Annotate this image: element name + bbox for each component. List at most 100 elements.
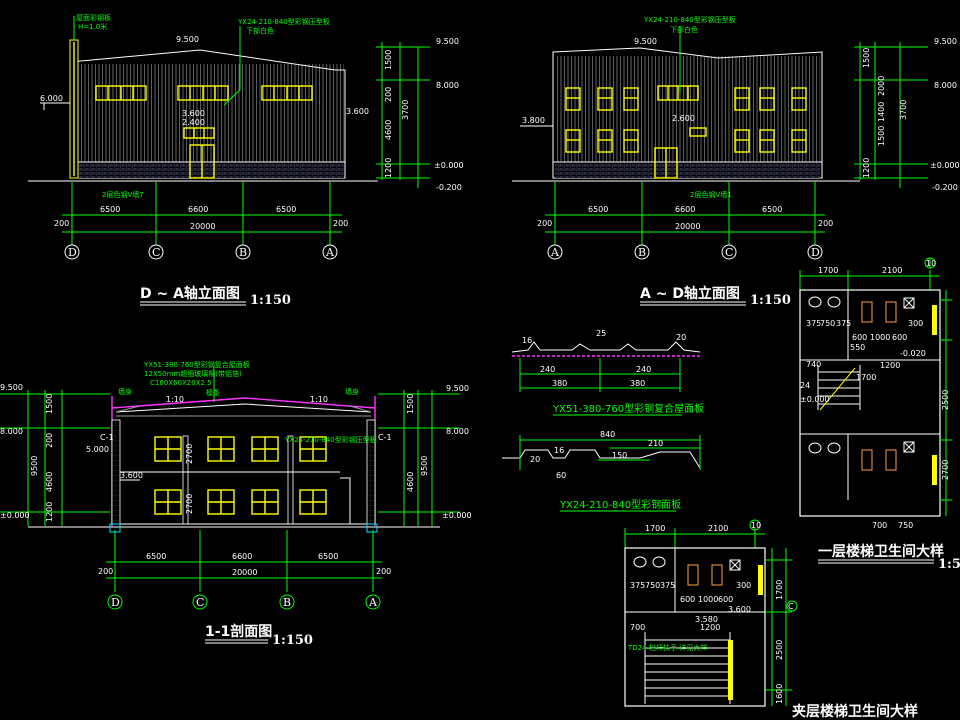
elev1-title: D ~ A轴立面图: [140, 285, 240, 302]
detail2-sub-6: 600: [718, 595, 733, 604]
elev2-level-inner: 2.600: [672, 114, 695, 123]
detail2-stairs: [644, 632, 731, 704]
elev1-vdim-1: 1500: [384, 50, 393, 70]
section-vdim-1: 1500: [45, 394, 54, 414]
detail2-sub-7: 300: [736, 581, 751, 590]
detail-first-floor: 10 1700 2100 375 750: [799, 257, 960, 572]
elev1-door: [183, 127, 215, 179]
elev2-rlevel-3: ±0.000: [930, 161, 960, 170]
section-span-3: 6500: [318, 552, 338, 561]
elev1-vdim-4: 4600: [384, 120, 393, 140]
elev1-level-left: 6.000: [40, 94, 63, 103]
panel1-dim-6: 20: [676, 333, 686, 342]
elev2-vdim-3: 1400: [877, 102, 886, 122]
elev2-ribbed-cladding: [555, 56, 820, 162]
detail1-sub-2: 750: [820, 319, 835, 328]
elev2-roof-note: YX24-210-840型彩钢压型板: [643, 15, 736, 24]
section-vdim-5: 1200: [45, 502, 54, 522]
elev2-vdim-6: 3700: [899, 100, 908, 120]
elev1-vdim-3: 3700: [401, 100, 410, 120]
elev2-vdim-2: 2000: [877, 76, 886, 96]
detail2-label-5: 700: [630, 623, 645, 632]
panel2-dim-1: 840: [600, 430, 615, 439]
detail2-axis-c: C: [788, 602, 794, 611]
detail2-title: 夹层楼梯卫生间大样: [792, 703, 918, 720]
section-rlevel-2: 8.000: [446, 427, 469, 436]
section-mid-note: YX24-210-840型彩钢压型板: [284, 435, 377, 444]
detail1-top-dim-1: 1700: [818, 266, 838, 275]
section-horizontal-dims: [106, 530, 382, 592]
detail1-top-dims: [799, 258, 940, 290]
section-col-l: C-1: [100, 433, 114, 442]
elev2-vdim-5: 1200: [862, 158, 871, 178]
detail1-label-7: 750: [898, 521, 913, 530]
detail2-fixtures: [633, 556, 741, 586]
elev1-level-top: 9.500: [176, 35, 199, 44]
elev2-span-2: 6600: [675, 205, 695, 214]
detail2-sub-4: 600: [680, 595, 695, 604]
detail1-label-2: 2500: [941, 390, 950, 410]
section-edge-l: 200: [98, 567, 113, 576]
panel1-dim-4: 380: [630, 379, 645, 388]
elev1-edge-l: 200: [54, 219, 69, 228]
detail1-label-4: 2700: [941, 460, 950, 480]
section-left-dims: [0, 390, 110, 526]
detail2-top-dim-1: 1700: [645, 524, 665, 533]
detail1-top-dim-2: 2100: [882, 266, 902, 275]
section-note-1: YX51-380-760型彩钢复合屋面板: [143, 360, 250, 369]
elev2-roof-note2: 下部白色: [670, 25, 698, 34]
detail1-axis: 10: [926, 259, 936, 268]
panel2-dims: [519, 435, 701, 470]
detail2-label-1: 1200: [700, 623, 720, 632]
section-truss: [115, 405, 372, 417]
elev1-level-inner2: 2.400: [182, 118, 205, 127]
section-wall-l-note: 墙身: [118, 387, 132, 396]
section-rlevel-1: 9.500: [446, 384, 469, 393]
panel1-dim-1: 240: [540, 365, 555, 374]
section-level-3600: 3.600: [120, 471, 143, 480]
elev1-edge-r: 200: [333, 219, 348, 228]
section-total: 20000: [232, 568, 257, 577]
detail2-level-2: 3.580: [695, 615, 718, 624]
detail2-label-3: 2500: [775, 640, 784, 660]
elev1-ribbed-cladding: [72, 64, 344, 162]
elev2-title: A ~ D轴立面图: [640, 285, 740, 302]
elev1-axis-1: D: [68, 246, 77, 259]
elev1-top-note2: H=1.0米: [78, 22, 107, 31]
panel1-dim-2: 380: [552, 379, 567, 388]
section-rlevel-3: ±0.000: [442, 511, 472, 520]
panel2-dim-6: 60: [556, 471, 566, 480]
detail1-label-5: 550: [850, 343, 865, 352]
panel1-dim-3: 240: [636, 365, 651, 374]
elev1-span-1: 6500: [100, 205, 120, 214]
panel2-dim-4: 20: [530, 455, 540, 464]
detail1-sub-7: 300: [908, 319, 923, 328]
section-wall-r-note: 墙身: [345, 387, 359, 396]
elev2-rlevel-2: 8.000: [934, 81, 957, 90]
section-windows: [154, 436, 327, 515]
elev2-level-top: 9.500: [634, 37, 657, 46]
section-right-dims: [378, 390, 460, 526]
detail1-walls: [799, 289, 941, 517]
elev2-axis-bubbles: [547, 244, 823, 260]
detail1-title: 一层楼梯卫生间大样: [818, 543, 944, 560]
detail1-label-6: 700: [872, 521, 887, 530]
elev1-axis-4: A: [325, 246, 335, 259]
section-slope-l: 1:10: [166, 395, 184, 404]
detail1-label-9: 740: [806, 360, 821, 369]
detail1-side-dims: [940, 290, 952, 516]
section-rvdim-2: 4600: [406, 472, 415, 492]
panel1-dim-5: 25: [596, 329, 606, 338]
elev1-rlevel-3: ±0.000: [434, 161, 464, 170]
detail1-label-8: 24: [800, 381, 810, 390]
elev2-span-3: 6500: [762, 205, 782, 214]
section-llevel-2: 8.000: [0, 427, 23, 436]
panel1-title: YX51-380-760型彩钢复合屋面板: [552, 402, 704, 415]
elev1-rlevel-4: -0.200: [436, 183, 462, 192]
elev1-rlevel-1: 9.500: [436, 37, 459, 46]
detail2-sub-5: 1000: [698, 595, 718, 604]
elev1-top-note: 屋面彩钢板: [76, 13, 111, 22]
elev1-axis-2: C: [152, 246, 160, 259]
elev1-rlevel-2: 8.000: [436, 81, 459, 90]
